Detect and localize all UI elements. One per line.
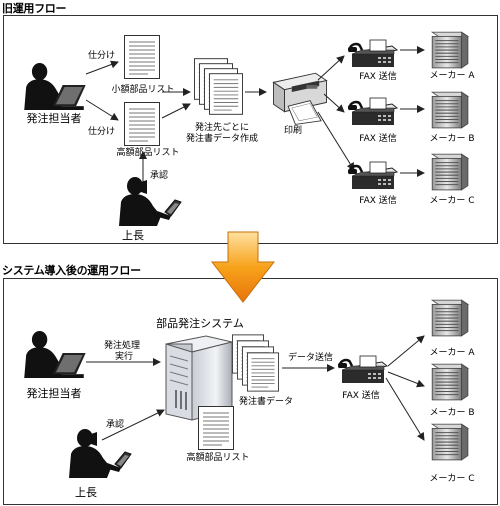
new-maker-b-label: メーカー B [429,407,474,418]
new-flow-title: システム導入後の運用フロー [2,264,141,277]
new-large-list-doc [198,406,234,450]
old-sort-arrows [85,60,119,121]
old-large-list-label: 高額部品リスト [116,146,179,158]
new-fax-label: FAX 送信 [342,389,380,401]
old-fax-3-figure [348,160,398,191]
new-order-data-label: 発注書データ [239,395,293,407]
new-large-list-label: 高額部品リスト [186,451,249,463]
old-per-vendor-label-1: 発注先ごとに [195,121,249,133]
old-orderer-label: 発注担当者 [27,111,82,125]
new-data-send-label: データ送信 [288,351,333,363]
new-fax-figure [338,354,388,385]
new-approval-arrow [101,409,165,441]
new-maker-c-server [431,423,469,461]
old-fax-2-label: FAX 送信 [359,132,397,144]
old-sort-label-bottom: 仕分け [88,125,115,137]
new-exec-label-2: 実行 [115,350,133,362]
old-maker-b-server [431,91,469,129]
old-to-fax-arrows [317,55,355,171]
old-small-list-doc [124,35,160,79]
new-orderer-label: 発注担当者 [27,386,82,400]
old-fax-3-label: FAX 送信 [359,194,397,206]
old-boss-label: 上長 [122,229,144,242]
old-large-list-doc [124,102,160,146]
new-maker-b-server [431,363,469,401]
old-per-vendor-label-2: 発注書データ作成 [186,132,258,144]
old-maker-a-label: メーカー A [429,70,475,81]
new-to-maker-arrows [385,335,425,441]
old-sort-label-top: 仕分け [88,49,115,61]
old-maker-c-server [431,153,469,191]
old-fax-2-figure [348,96,398,127]
old-flow-title: 旧運用フロー [2,2,67,15]
new-maker-a-label: メーカー A [429,347,475,358]
old-maker-c-label: メーカー C [429,195,474,206]
old-print-label: 印刷 [284,124,302,136]
new-order-docs-stack [232,334,279,392]
old-order-docs-stack [194,58,243,115]
old-orderer-figure [24,62,86,110]
old-flow-panel [3,15,498,244]
old-printer-figure [273,72,327,125]
old-merge-arrows [161,88,191,119]
old-boss-figure [118,176,182,226]
new-orderer-figure [24,330,86,378]
old-maker-b-label: メーカー B [429,133,474,144]
new-system-server [165,335,233,421]
new-approval-label: 承認 [106,418,124,430]
new-maker-c-label: メーカー C [429,473,474,484]
new-exec-label-1: 発注処理 [104,339,140,351]
old-fax-1-label: FAX 送信 [359,70,397,82]
transition-arrow [210,231,276,303]
new-boss-label: 上長 [75,486,97,499]
old-maker-a-server [431,31,469,69]
old-small-list-label: 小額部品リスト [111,83,174,95]
new-boss-figure [68,428,132,478]
old-approval-label: 承認 [150,169,168,181]
old-to-maker-arrows [400,46,425,177]
old-fax-1-figure [348,38,398,69]
new-system-label: 部品発注システム [156,316,244,330]
new-maker-a-server [431,299,469,337]
